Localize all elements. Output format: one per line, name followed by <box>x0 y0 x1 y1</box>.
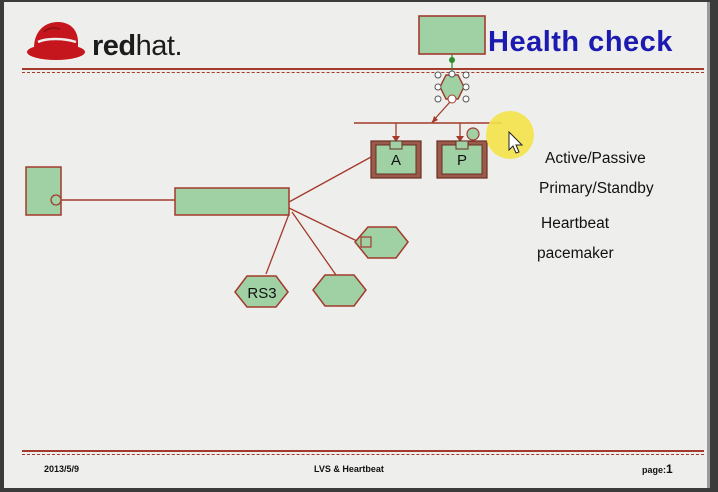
real-server-hexagon-lower[interactable] <box>312 274 367 307</box>
passive-node-label: P <box>457 152 467 169</box>
real-server-port <box>360 236 372 248</box>
small-circle-node <box>466 127 480 141</box>
selection-handle[interactable] <box>447 94 457 104</box>
selection-handle[interactable] <box>462 95 470 103</box>
arrowhead <box>432 116 438 123</box>
footer-divider <box>22 450 704 452</box>
real-server-hexagon[interactable] <box>354 226 409 259</box>
selection-handle[interactable] <box>434 71 442 79</box>
balancer-to-rs-hex-line <box>288 207 360 243</box>
selection-handle[interactable] <box>449 57 455 63</box>
load-balancer-box[interactable] <box>174 187 290 216</box>
note-pacemaker: pacemaker <box>537 245 614 262</box>
client-port <box>50 194 62 206</box>
selection-handle[interactable] <box>462 71 470 79</box>
footer-title: LVS & Heartbeat <box>314 464 384 474</box>
selection-handle[interactable] <box>434 95 442 103</box>
redhat-logo-icon <box>27 22 85 60</box>
note-heartbeat: Heartbeat <box>541 215 610 232</box>
footer-divider-dashed <box>22 454 704 455</box>
footer-date: 2013/5/9 <box>44 464 80 474</box>
arrowhead <box>392 136 400 142</box>
active-node-port <box>389 140 403 150</box>
active-node-label: A <box>391 152 401 169</box>
arrowhead <box>456 136 464 142</box>
slide-canvas: redhat. Health check <box>4 2 710 488</box>
note-active-passive: Active/Passive <box>545 150 646 167</box>
note-primary-standby: Primary/Standby <box>539 180 654 197</box>
health-check-diagram: A P <box>25 15 534 308</box>
footer-page: page:1 <box>642 462 673 476</box>
selection-handle[interactable] <box>434 83 442 91</box>
mouse-pointer-icon <box>508 130 524 154</box>
balancer-to-rs-lower-line <box>291 211 337 276</box>
footer-page-number: 1 <box>666 462 673 476</box>
slide-title: Health check <box>488 26 673 58</box>
top-director-box <box>418 15 486 55</box>
client-box[interactable] <box>25 166 62 216</box>
active-node-box[interactable] <box>375 144 417 175</box>
balancer-to-active-line <box>288 156 372 203</box>
footer-page-label: page: <box>642 465 667 475</box>
header-divider-dashed <box>22 72 704 73</box>
rs3-label: RS3 <box>247 285 276 302</box>
logo-wordmark: redhat. <box>92 30 183 62</box>
balancer-to-rs3-line <box>265 213 290 275</box>
passive-node-port <box>455 140 469 150</box>
selection-handle[interactable] <box>462 83 470 91</box>
rs3-hexagon[interactable] <box>234 275 289 308</box>
header-divider <box>22 68 704 70</box>
selection-handle[interactable] <box>448 70 456 78</box>
